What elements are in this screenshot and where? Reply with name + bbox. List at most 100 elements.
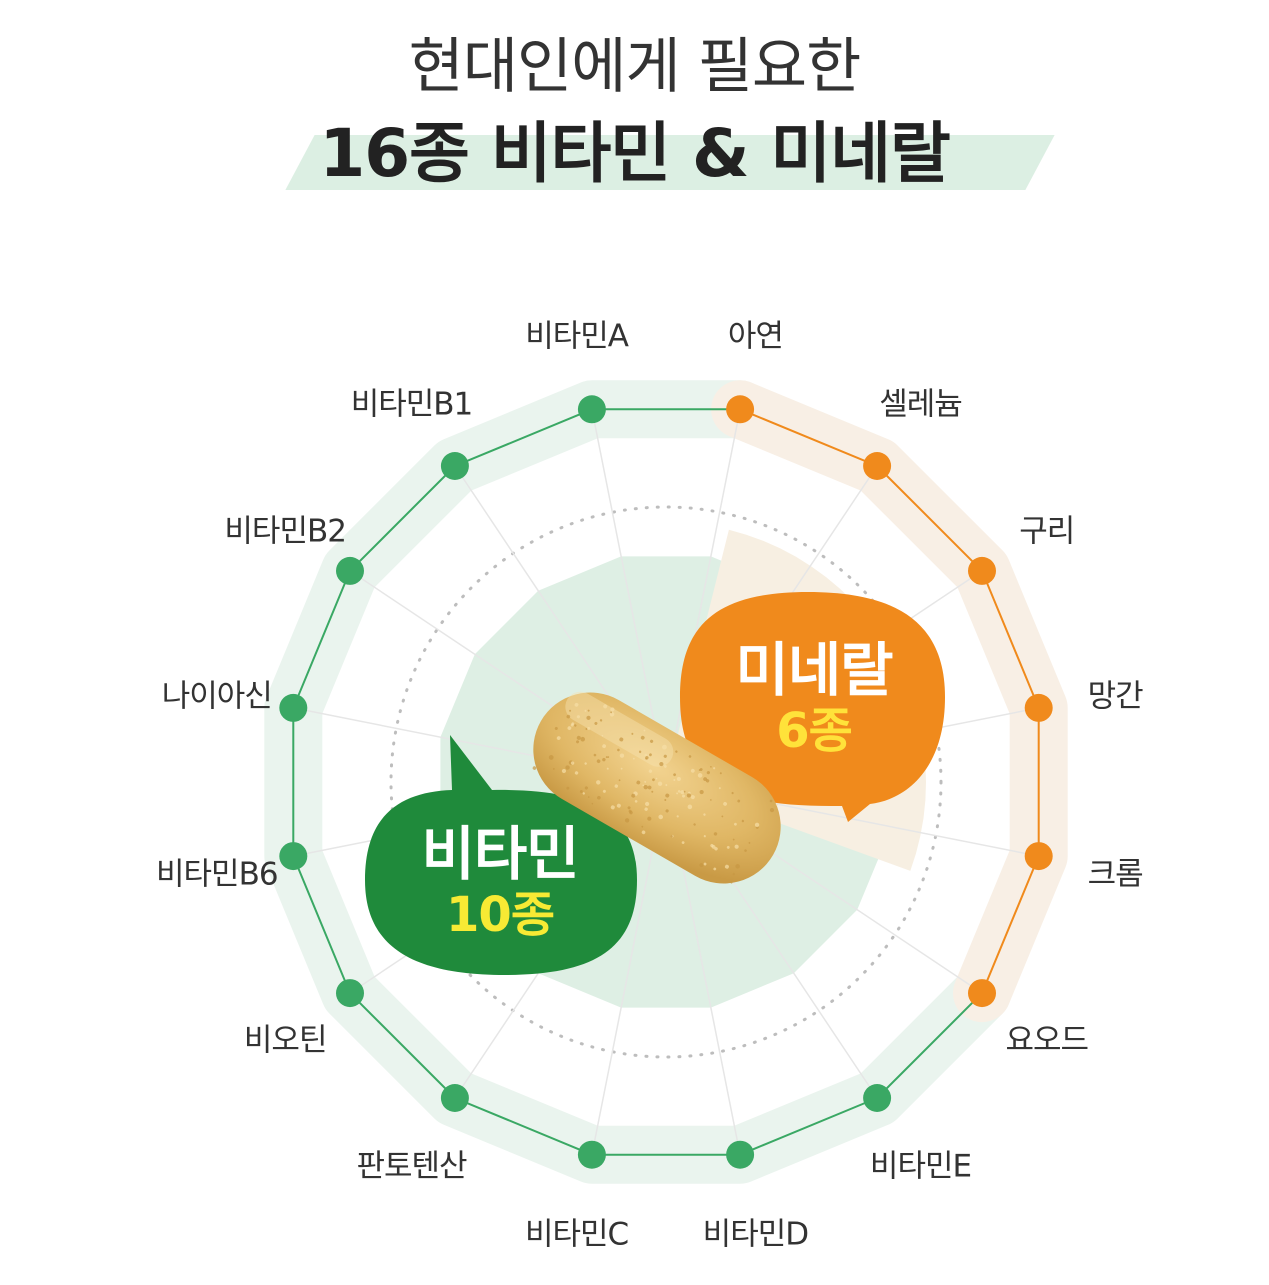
vitamin-node	[863, 1084, 892, 1112]
capsule-speckle	[690, 795, 695, 800]
capsule-speckle	[602, 744, 607, 749]
vitamin-label: 비타민D	[702, 1216, 809, 1253]
capsule-speckle	[584, 709, 587, 712]
vitamin-node	[279, 693, 308, 722]
mineral-node	[968, 979, 996, 1008]
capsule-speckle	[677, 790, 681, 793]
capsule-speckle	[617, 748, 620, 752]
capsule-speckle	[693, 823, 696, 826]
capsule-speckle	[597, 795, 601, 800]
capsule-speckle	[569, 709, 572, 712]
capsule-speckle	[576, 740, 580, 744]
capsule-speckle	[721, 815, 724, 818]
capsule-speckle	[586, 715, 591, 720]
capsule-speckle	[699, 789, 704, 795]
vitamin-bubble-text: 비타민 10종	[421, 820, 579, 943]
capsule-speckle	[676, 815, 679, 818]
capsule-speckle	[682, 794, 686, 798]
capsule-speckle	[641, 830, 646, 835]
dotted-ring	[389, 505, 943, 1059]
capsule-speckle	[724, 864, 729, 869]
mineral-label: 망간	[1087, 678, 1144, 715]
mineral-label: 요오드	[1005, 1022, 1090, 1058]
capsule-speckle	[641, 825, 644, 828]
capsule-speckle	[606, 767, 609, 770]
capsule-speckle	[659, 761, 664, 767]
capsule-speckle	[603, 704, 608, 709]
capsule-speckle	[605, 756, 608, 759]
capsule-speckle	[686, 793, 691, 798]
capsule-speckle	[713, 767, 716, 770]
capsule-speckle	[602, 757, 606, 762]
capsule-speckle	[632, 757, 635, 760]
capsule-speckle	[719, 772, 722, 775]
vitamin-node	[336, 556, 364, 585]
capsule-speckle	[723, 801, 727, 806]
capsule-speckle	[579, 790, 583, 793]
capsule-speckle	[713, 867, 717, 871]
vitamin-label: 비타민B1	[350, 386, 474, 423]
capsule-icon	[532, 691, 781, 884]
capsule-speckle	[645, 756, 649, 760]
capsule-speckle	[631, 793, 636, 798]
capsule-speckle	[665, 793, 670, 798]
capsule-speckle	[619, 737, 624, 742]
mineral-bubble	[680, 592, 945, 822]
capsule-speckle	[775, 803, 778, 806]
capsule-speckle	[711, 844, 716, 849]
capsule-speckle	[610, 805, 615, 810]
capsule-speckle	[648, 769, 653, 773]
capsule-speckle	[662, 744, 667, 750]
capsule-speckle	[576, 715, 580, 719]
spoke	[591, 409, 667, 783]
capsule-speckle	[748, 841, 751, 844]
capsule-speckle	[690, 768, 695, 773]
capsule-speckle	[675, 750, 678, 753]
capsule-speckle	[710, 766, 712, 768]
capsule-speckle	[548, 755, 554, 760]
capsule-speckle	[566, 786, 570, 790]
capsule-speckle	[616, 803, 621, 808]
capsule-speckle	[663, 764, 667, 768]
capsule-speckle	[618, 779, 621, 782]
capsule-speckle	[673, 778, 676, 781]
capsule-speckle	[665, 809, 669, 813]
capsule-speckle	[584, 786, 588, 790]
vitamin-node	[336, 979, 364, 1008]
mineral-node	[863, 452, 892, 480]
capsule-speckle	[643, 784, 648, 790]
capsule-speckle	[565, 765, 570, 770]
capsule-speckle	[673, 773, 676, 777]
capsule-speckle	[587, 726, 591, 730]
capsule-speckle	[624, 818, 630, 823]
capsule-speckles	[532, 702, 778, 884]
capsule-speckle	[584, 762, 587, 765]
spoke	[665, 409, 741, 783]
capsule-speckle	[607, 756, 610, 758]
capsule-speckle	[556, 736, 561, 740]
vitamin-node	[577, 395, 606, 424]
vitamin-edge	[292, 408, 983, 1156]
capsule-speckle	[655, 777, 658, 780]
capsule-speckle	[663, 754, 667, 758]
vitamin-bubble-title: 비타민	[421, 820, 579, 889]
capsule-speckle	[552, 768, 555, 770]
capsule-speckle	[706, 771, 710, 775]
capsule-speckle	[580, 736, 586, 742]
capsule-speckle	[730, 881, 733, 884]
capsule-speckle	[587, 709, 590, 712]
capsule-speckle	[658, 814, 664, 820]
capsule-speckle	[703, 862, 707, 866]
capsule-speckle	[703, 835, 706, 838]
capsule-speckle	[582, 792, 585, 795]
vitamin-label: 판토텐산	[356, 1148, 467, 1185]
capsule-speckle	[610, 711, 613, 714]
capsule-speckle	[714, 847, 718, 851]
capsule-speckle	[647, 816, 652, 821]
capsule-speckle	[566, 714, 571, 719]
capsule-speckle	[650, 739, 654, 743]
capsule-speckle	[561, 768, 567, 774]
vitamin-label: 비타민B2	[224, 513, 347, 549]
capsule-speckle	[627, 806, 631, 810]
title-line-2: 16종 비타민 & 미네랄	[319, 115, 950, 192]
